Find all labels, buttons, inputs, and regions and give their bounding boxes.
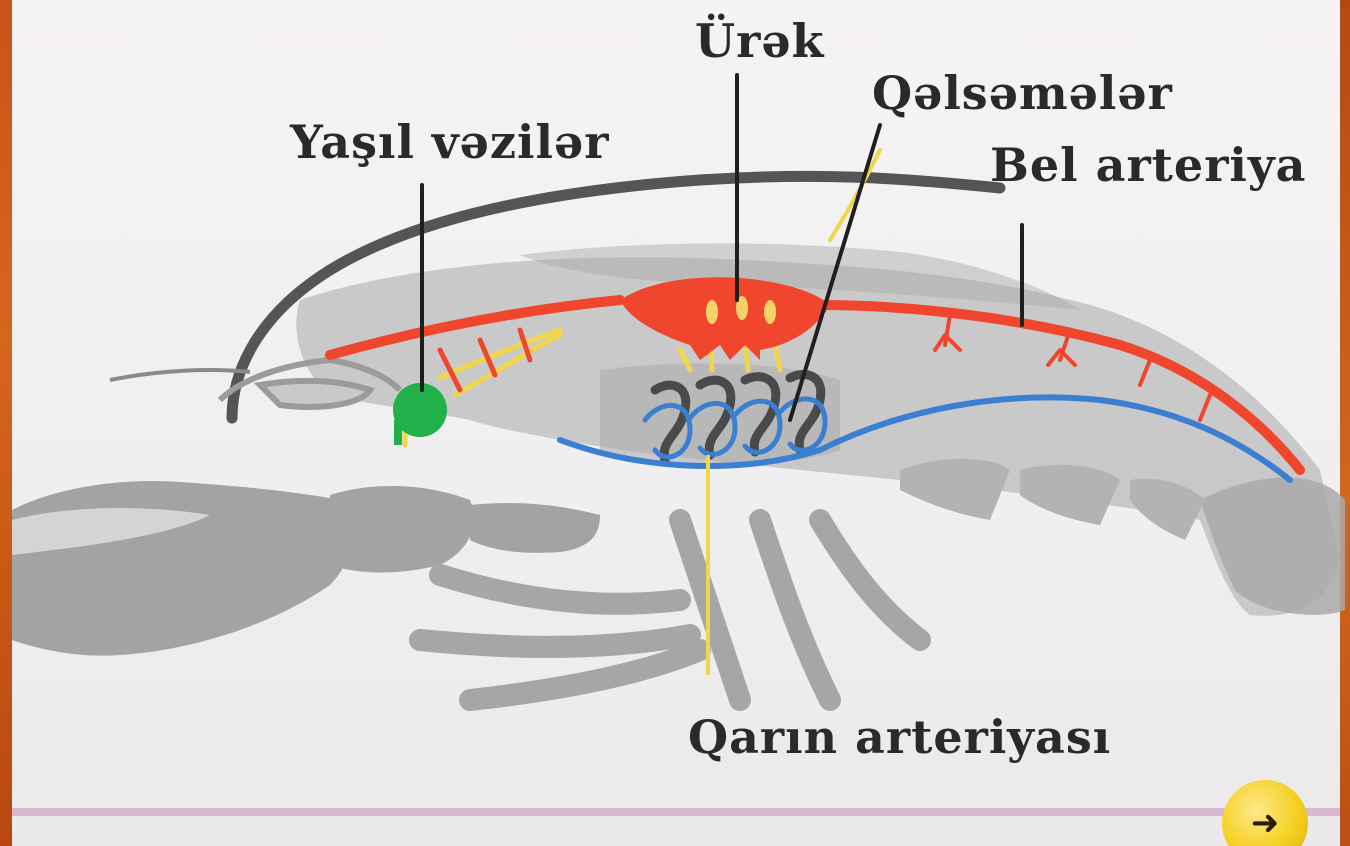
label-ventral-artery: Qarın arteriyası	[688, 710, 1111, 764]
head-details	[110, 360, 400, 407]
label-green-glands: Yaşıl vəzilər	[290, 115, 610, 169]
label-dorsal-artery: Bel arteriya	[990, 138, 1306, 192]
bottom-divider	[12, 808, 1340, 816]
claw-silhouette	[12, 481, 600, 656]
label-heart: Ürək	[695, 14, 825, 68]
label-gills: Qəlsəmələr	[872, 66, 1173, 120]
arrow-right-icon: ➜	[1251, 803, 1280, 843]
bottom-strip	[12, 816, 1340, 846]
green-gland	[393, 383, 447, 445]
